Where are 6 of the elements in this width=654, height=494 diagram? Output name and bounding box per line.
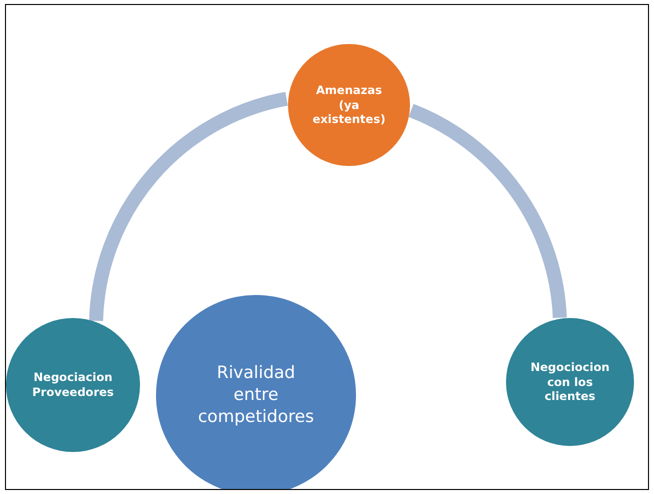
node-label: Negociacion Proveedores [31, 370, 115, 400]
node-label: Amenazas (ya existentes) [312, 82, 386, 128]
node-label: Rivalidad entre competidores [196, 362, 316, 428]
connector-arc [89, 92, 288, 322]
connector-arc [408, 104, 567, 318]
node-label: Negociocion con los clientes [530, 360, 610, 404]
